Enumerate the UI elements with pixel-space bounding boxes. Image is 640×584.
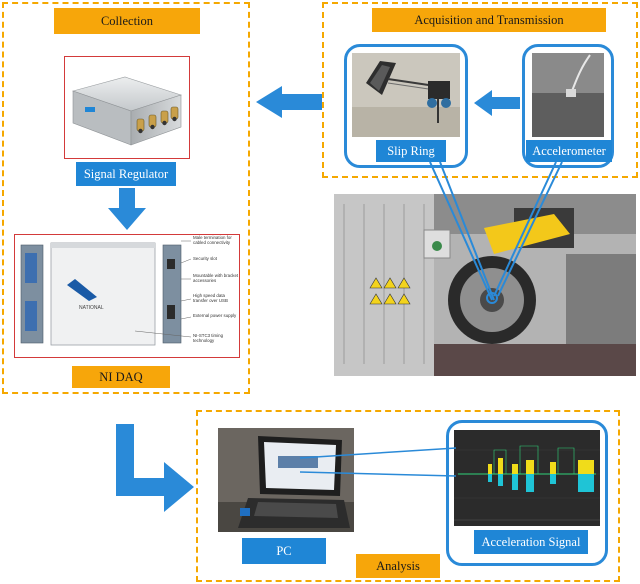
- daq-annotation-6: NI-STC3 timing technology: [193, 333, 224, 343]
- analysis-title: Analysis: [356, 554, 440, 578]
- ni-daq-label: NI DAQ: [72, 366, 170, 388]
- down-arrow-icon: [108, 188, 146, 230]
- acceleration-signal-photo: [454, 430, 600, 526]
- daq-device-icon: NATIONAL: [20, 240, 192, 346]
- slip-ring-device-icon: [352, 53, 460, 137]
- ni-daq-photo: NATIONAL Male termination for cabled con…: [14, 234, 240, 358]
- daq-annotation-4: High speed data transfer over USB: [193, 293, 228, 303]
- slip-ring-photo: [352, 53, 460, 137]
- collection-section: [2, 2, 250, 394]
- machine-wheel-icon: [334, 194, 636, 376]
- daq-annotation-3: Mountable with bracket accessories: [193, 273, 239, 283]
- signal-regulator-photo: [64, 56, 190, 159]
- daq-annotation-2: Security slot: [193, 256, 217, 261]
- slip-ring-frame: [344, 44, 468, 168]
- svg-text:NATIONAL: NATIONAL: [79, 305, 104, 311]
- acceleration-signal-frame: [446, 420, 608, 566]
- l-arrow-icon: [116, 424, 194, 512]
- signal-waveform-icon: [454, 430, 600, 526]
- pc-label: PC: [242, 538, 326, 564]
- daq-annotation-1: Male termination for cabled connectivity: [193, 235, 232, 245]
- signal-regulator-device-icon: [71, 76, 182, 146]
- small-left-arrow-icon: [474, 90, 520, 116]
- accelerometer-frame: [522, 44, 614, 168]
- acquisition-title: Acquisition and Transmission: [372, 8, 606, 32]
- collection-title: Collection: [54, 8, 200, 34]
- daq-annotation-5: External power supply: [193, 313, 237, 318]
- analysis-section: [196, 410, 620, 582]
- acceleration-signal-label: Acceleration Signal: [474, 530, 588, 554]
- slip-ring-label: Slip Ring: [376, 140, 446, 162]
- laptop-icon: [218, 428, 354, 532]
- acquisition-section: [322, 2, 638, 178]
- accelerometer-photo: [532, 53, 604, 137]
- accelerometer-label: Accelerometer: [526, 140, 612, 162]
- pc-photo: [218, 428, 354, 532]
- left-arrow-icon: [256, 86, 322, 118]
- signal-regulator-label: Signal Regulator: [76, 162, 176, 186]
- accelerometer-device-icon: [532, 53, 604, 137]
